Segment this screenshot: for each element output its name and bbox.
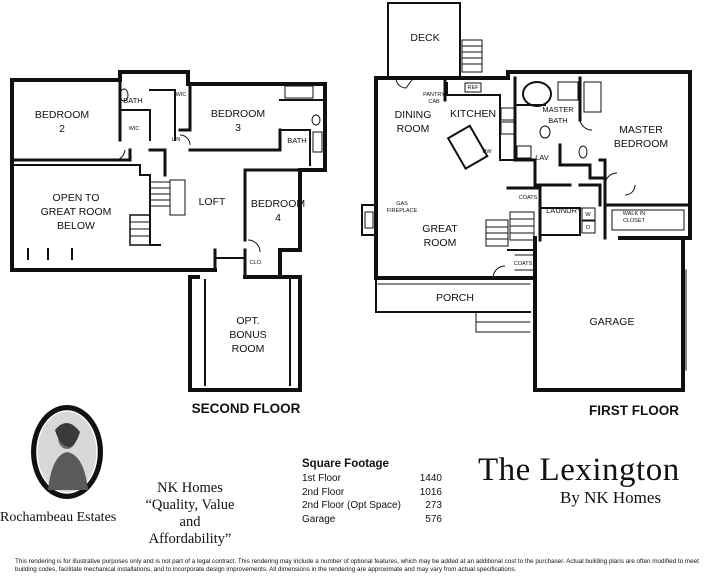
disclaimer-text: This rendering is for illustrative purpo…	[15, 558, 699, 573]
coats-label-upper: COATS	[519, 195, 538, 201]
master-bath-label-2: BATH	[548, 116, 567, 125]
company-slogan-line1: “Quality, Value and	[145, 497, 235, 530]
sqft-row-label: Garage	[302, 513, 336, 525]
second-floor-fixtures	[11, 85, 323, 270]
wic-label-bed2: WIC	[129, 126, 140, 132]
great-room-label-2: ROOM	[424, 237, 457, 249]
linen-label: LIN	[172, 137, 181, 143]
wic-label-bed3: WIC	[176, 92, 187, 98]
bonus-opt-label: OPT.	[236, 315, 259, 327]
first-floor-stairs	[461, 39, 535, 247]
ref-label: REF	[468, 85, 480, 91]
bedroom2-number: 2	[59, 123, 65, 135]
bedroom4-number: 4	[275, 212, 281, 224]
bedroom2-label: BEDROOM	[35, 109, 89, 121]
sqft-row: Garage 576	[302, 513, 442, 527]
pantry-label: PANTRY	[423, 92, 445, 98]
porch-label: PORCH	[436, 292, 474, 304]
first-floor-labels: DECK DINING ROOM KITCHEN MASTER BATH MAS…	[387, 32, 668, 328]
coats-label-lower: COATS	[514, 261, 533, 267]
open-to-label: OPEN TO	[53, 192, 100, 204]
sqft-row-value: 1440	[419, 473, 442, 484]
garage-label: GARAGE	[590, 316, 635, 328]
bedroom3-label: BEDROOM	[211, 108, 265, 120]
bath-label-bed3: BATH	[287, 136, 306, 145]
plan-title: The Lexington	[478, 452, 680, 488]
sqft-row: 1st Floor 1440	[302, 472, 442, 486]
sqft-row-value: 576	[425, 513, 442, 525]
master-bedroom-label-2: BEDROOM	[614, 138, 668, 150]
company-slogan-line2: Affordability”	[148, 531, 232, 547]
dining-room-label: ROOM	[397, 123, 430, 135]
first-floor-title: FIRST FLOOR	[589, 403, 679, 418]
fireplace-label-2: FIREPLACE	[387, 208, 418, 214]
master-bedroom-label: MASTER	[619, 124, 663, 136]
bath-label-upper: BATH	[123, 96, 142, 105]
kitchen-label: KITCHEN	[450, 108, 496, 120]
great-room-below-label: GREAT ROOM	[41, 206, 112, 218]
second-floor-stairs	[130, 181, 170, 237]
company-name: NK Homes	[157, 480, 223, 496]
plan-subtitle: By NK Homes	[560, 488, 662, 507]
portrait-medallion-icon	[31, 405, 103, 499]
great-room-label: GREAT	[422, 223, 458, 235]
bonus-room-label: ROOM	[232, 343, 265, 355]
below-label: BELOW	[57, 220, 95, 232]
dishwasher-label: DW	[482, 149, 492, 155]
sqft-row: 2nd Floor 1016	[302, 486, 442, 500]
company-block: NK Homes “Quality, Value and Affordabili…	[135, 480, 245, 548]
master-bath-label: MASTER	[542, 105, 574, 114]
bonus-label: BONUS	[229, 329, 266, 341]
sqft-row-label: 1st Floor	[302, 473, 341, 484]
community-name: Rochambeau Estates	[0, 510, 117, 525]
sqft-row: 2nd Floor (Opt Space) 273	[302, 499, 442, 513]
sqft-row-label: 2nd Floor (Opt Space)	[302, 500, 401, 511]
dining-label: DINING	[395, 109, 432, 121]
second-floor-labels: BEDROOM 2 BEDROOM 3 BEDROOM 4 OPEN TO GR…	[35, 92, 307, 355]
sqft-row-label: 2nd Floor	[302, 486, 345, 498]
lav-label: LAV	[535, 153, 549, 162]
loft-label: LOFT	[199, 196, 226, 208]
windows	[11, 110, 691, 170]
fireplace-label: GAS	[396, 201, 408, 207]
square-footage-table: Square Footage 1st Floor 1440 2nd Floor …	[302, 458, 442, 526]
bedroom4-label: BEDROOM	[251, 198, 305, 210]
pantry-cab-label: CAB	[428, 99, 440, 105]
closet-label: CLO.	[250, 260, 263, 266]
first-floor-fixtures	[361, 77, 685, 279]
bedroom3-number: 3	[235, 122, 241, 134]
walkin-label: WALK IN	[623, 211, 645, 217]
sqft-row-value: 273	[425, 500, 442, 511]
washer-label: W	[585, 212, 591, 218]
sqft-row-value: 1016	[419, 486, 442, 498]
deck-label: DECK	[410, 32, 439, 44]
dryer-label: D	[586, 225, 590, 231]
square-footage-heading: Square Footage	[302, 458, 389, 470]
laundry-label: LAUNDRY	[546, 206, 582, 215]
walkin-closet-label: CLOSET	[623, 218, 646, 224]
second-floor-title: SECOND FLOOR	[192, 401, 301, 416]
